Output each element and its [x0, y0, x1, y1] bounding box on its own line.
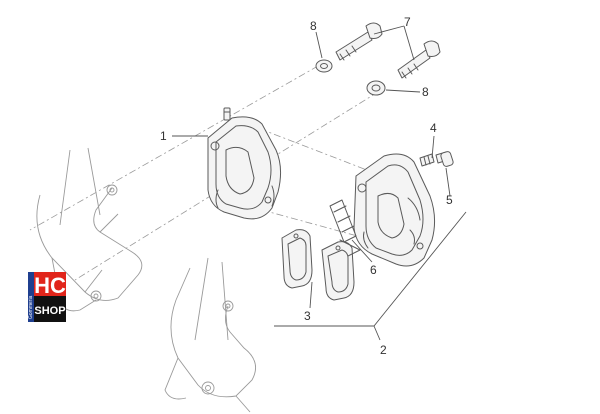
logo-bottom-text: SHOP	[34, 305, 65, 317]
callout-6: 6	[370, 263, 377, 277]
callout-7: 7	[404, 15, 411, 29]
callout-2: 2	[380, 343, 387, 357]
pad-spring	[329, 199, 361, 257]
hc-shop-logo: Gommeria HC SHOP	[28, 272, 66, 322]
kit-bracket	[274, 211, 467, 341]
washers	[315, 59, 386, 96]
logo-top-block	[34, 272, 66, 296]
callout-1: 1	[160, 129, 167, 143]
brake-pads	[281, 229, 355, 301]
fork-leg-upper	[36, 147, 143, 312]
callout-8-right: 8	[422, 85, 429, 99]
logo-side-text: Gommeria	[28, 295, 34, 319]
logo-bottom-block	[34, 296, 66, 322]
callout-4: 4	[430, 121, 437, 135]
caliper-bolts	[335, 22, 441, 79]
callout-5: 5	[446, 193, 453, 207]
logo-top-text: HC	[34, 273, 66, 298]
bleed-screw-and-cap	[419, 151, 454, 167]
callout-8-top: 8	[310, 19, 317, 33]
right-brake-caliper	[353, 153, 436, 267]
fork-leg-lower	[164, 257, 257, 413]
left-brake-caliper	[207, 107, 282, 220]
logo-side-strip	[28, 272, 34, 322]
callout-3: 3	[304, 309, 311, 323]
callout-numbers: 1 2 3 4 5 6 7 8 8	[160, 15, 453, 357]
leader-lines	[172, 25, 451, 309]
